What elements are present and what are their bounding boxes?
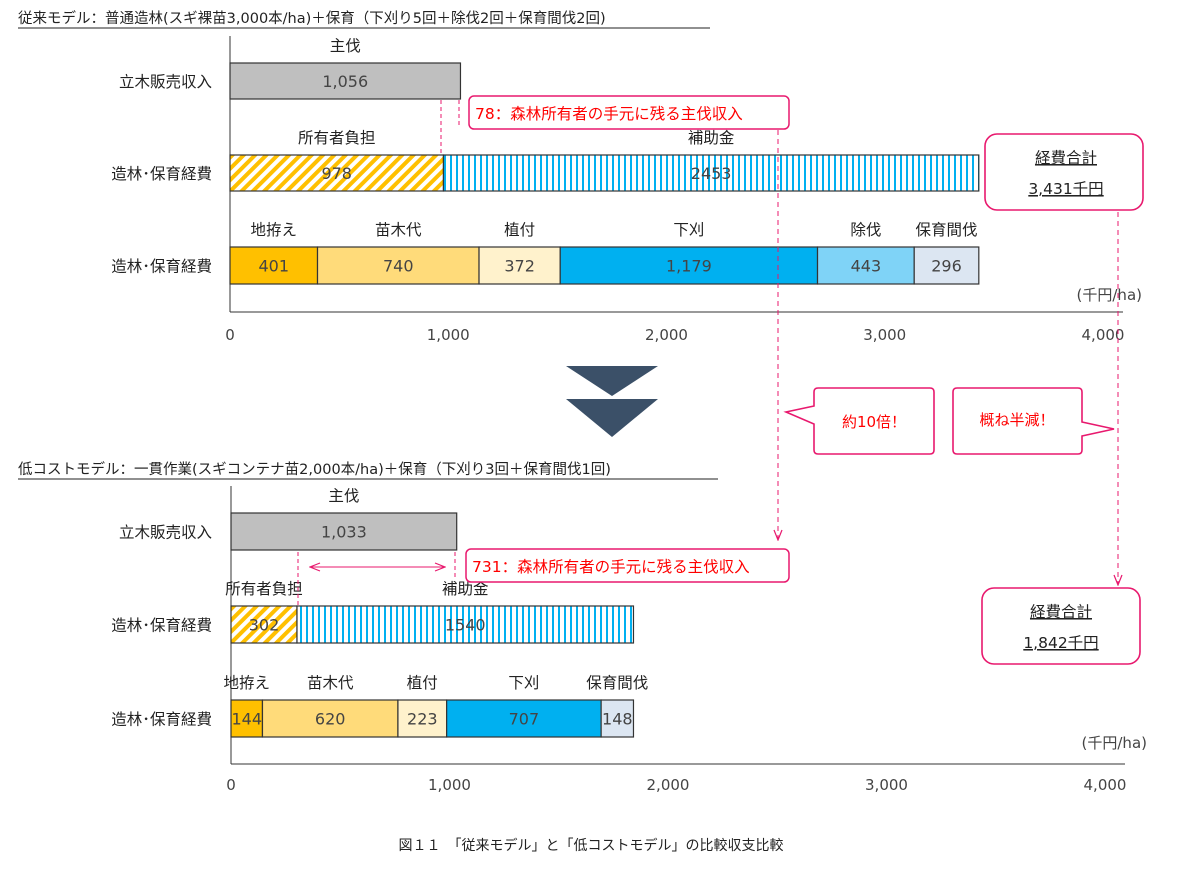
data-label: 144 [231,710,262,729]
callout-bubble [952,387,1115,455]
segment-name: 主伐 [328,487,359,505]
segment-name: 保育間伐 [916,221,978,239]
unit-label: (千円/ha) [1077,286,1142,304]
x-tick-label: 0 [225,326,235,344]
segment-name: 所有者負担 [298,129,376,147]
data-label: 707 [509,710,540,729]
total-value: 3,431千円 [1028,180,1103,198]
bar-segment [229,62,462,100]
note-box [465,548,790,583]
bar-segment [230,512,458,551]
data-label: 148 [602,710,633,729]
segment-name: 下刈 [508,674,539,692]
row-label: 造林･保育経費 [111,617,212,635]
data-label: 296 [931,257,962,276]
data-label: 1,033 [321,523,367,542]
data-label: 1,179 [666,257,712,276]
row-label: 造林･保育経費 [111,258,212,276]
x-tick-label: 4,000 [1084,776,1127,794]
segment-name: 所有者負担 [225,580,303,598]
bar-segment [446,699,602,738]
bar-segment [478,246,561,285]
data-label: 620 [315,710,346,729]
total-value: 1,842千円 [1023,634,1098,652]
data-label: 443 [851,257,882,276]
x-tick-label: 0 [226,776,236,794]
down-arrow-icon [566,366,658,396]
note-text: 731：森林所有者の手元に残る主伐収入 [472,558,750,576]
row-label: 立木販売収入 [119,524,212,542]
x-tick-label: 2,000 [645,326,688,344]
unit-label: (千円/ha) [1082,734,1147,752]
segment-name: 植付 [504,221,535,239]
data-label: 302 [249,616,280,635]
segment-name: 苗木代 [375,221,422,239]
x-tick-label: 3,000 [865,776,908,794]
row-label: 立木販売収入 [119,73,212,91]
figure-caption: 図１１ 「従来モデル」と「低コストモデル」の比較収支比較 [399,837,784,854]
segment-name: 補助金 [442,580,489,598]
data-label: 223 [407,710,438,729]
segment-name: 保育間伐 [586,674,648,692]
bar-segment [559,246,819,285]
bar-segment [442,154,980,192]
bar-segment [600,699,635,738]
total-box [984,133,1144,211]
note-box [468,95,790,130]
chart-title: 従来モデル：普通造林(スギ裸苗3,000本/ha)＋保育（下刈り5回＋除伐2回＋… [18,9,606,27]
row-label: 造林･保育経費 [111,711,212,729]
segment-name: 地拵え [223,674,270,692]
bar-segment [397,699,448,738]
x-tick-label: 3,000 [863,326,906,344]
segment-name: 苗木代 [307,674,354,692]
segment-name: 下刈 [673,221,704,239]
total-label: 経費合計 [1035,149,1097,167]
segment-name: 植付 [407,674,438,692]
bar-segment [296,605,635,644]
bar-segment [316,246,480,285]
segment-name: 除伐 [850,221,881,239]
chart-title: 低コストモデル：一貫作業(スギコンテナ苗2,000本/ha)＋保育（下刈り3回＋… [18,460,611,478]
total-label: 経費合計 [1030,603,1092,621]
data-label: 740 [383,257,414,276]
callout-text: 概ね半減！ [979,411,1054,429]
down-arrow-icon [566,399,658,437]
data-label: 1540 [445,616,486,635]
data-label: 978 [321,164,352,183]
bar-segment [261,699,399,738]
bar-segment [230,605,298,644]
data-label: 401 [258,257,289,276]
data-label: 2453 [691,164,732,183]
note-text: 78：森林所有者の手元に残る主伐収入 [475,105,743,123]
x-tick-label: 4,000 [1082,326,1125,344]
segment-name: 補助金 [688,129,735,147]
data-label: 372 [504,257,535,276]
total-box [981,587,1141,665]
bar-segment [816,246,915,285]
x-tick-label: 1,000 [428,776,471,794]
segment-name: 地拵え [251,221,298,239]
bar-segment [913,246,980,285]
row-label: 造林･保育経費 [111,165,212,183]
segment-name: 主伐 [330,37,361,55]
callout-text: 約10倍！ [842,413,906,431]
callout-bubble [783,387,935,455]
x-tick-label: 1,000 [427,326,470,344]
data-label: 1,056 [322,72,368,91]
x-tick-label: 2,000 [647,776,690,794]
bar-segment [229,246,319,285]
